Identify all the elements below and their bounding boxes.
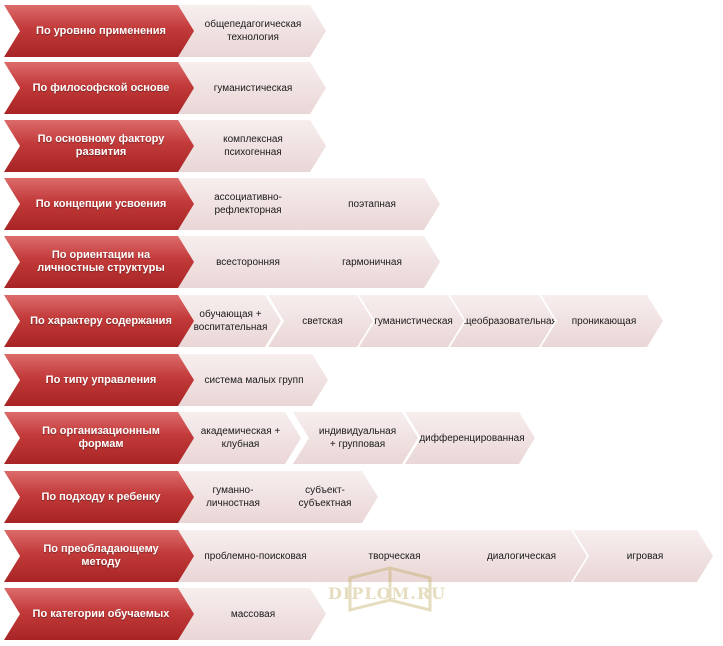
category-value-chevron: индивидуальная + групповая (293, 412, 418, 464)
category-row: массовая По категории обучаемых (0, 588, 723, 640)
category-value-label: диалогическая (486, 550, 557, 562)
category-header-chevron: По уровню применения (4, 5, 194, 57)
category-row: всесторонняя гармоничная По ориентации на … (0, 236, 723, 288)
category-value-chevron: диалогическая (452, 530, 587, 582)
category-value-chevron: комплексная психогенная (176, 120, 326, 172)
category-header-chevron: По организационным формам (4, 412, 194, 464)
category-row: гуманно-личностная субъект-субъектная По п… (0, 471, 723, 523)
category-header-chevron: По преобладающему методу (4, 530, 194, 582)
category-header-chevron: По типу управления (4, 354, 194, 406)
category-value-chevron: игровая (573, 530, 713, 582)
category-value-label: общеобразовательная (451, 315, 558, 327)
category-value-chevron: дифференцированная (405, 412, 535, 464)
category-value-chevron: субъект-субъектная (268, 471, 378, 523)
category-value-label: субъект-субъектная (298, 485, 352, 509)
category-header-label: По уровню применения (36, 24, 166, 37)
category-value-label: творческая (368, 550, 421, 562)
category-value-label: всесторонняя (216, 256, 280, 268)
category-value-label: дифференцированная (419, 432, 525, 444)
category-row: гуманистическая По философской основе (0, 62, 723, 114)
category-value-label: обучающая + воспитательная (193, 309, 268, 333)
category-row: проблемно-поисковая творческая диалогическ… (0, 530, 723, 582)
category-header-chevron: По основному фактору развития (4, 120, 194, 172)
category-value-chevron: гуманистическая (359, 295, 464, 347)
category-header-chevron: По ориентации на личностные структуры (4, 236, 194, 288)
category-value-label: гармоничная (342, 256, 402, 268)
category-value-chevron: ассоциативно-рефлекторная (176, 178, 316, 230)
category-row: комплексная психогенная По основному факт… (0, 120, 723, 172)
category-header-label: По преобладающему методу (43, 543, 159, 568)
category-value-chevron: проникающая (541, 295, 663, 347)
category-value-chevron: светская (268, 295, 373, 347)
category-value-label: гуманистическая (213, 82, 293, 94)
category-value-chevron: проблемно-поисковая (176, 530, 331, 582)
category-value-chevron: общепедагогическая технология (176, 5, 326, 57)
category-header-label: По основному фактору развития (37, 133, 165, 158)
category-value-label: общепедагогическая технология (204, 19, 302, 43)
category-value-label: массовая (230, 608, 276, 620)
category-value-chevron: академическая + клубная (176, 412, 301, 464)
category-value-label: гуманно-личностная (206, 485, 260, 509)
category-value-label: система малых групп (204, 374, 304, 386)
category-value-label: академическая + клубная (200, 426, 281, 450)
category-value-label: ассоциативно-рефлекторная (214, 192, 282, 216)
category-row: система малых групп По типу управления (0, 354, 723, 406)
category-header-chevron: По подходу к ребенку (4, 471, 194, 523)
category-header-label: По категории обучаемых (32, 607, 170, 620)
category-header-chevron: По характеру содержания (4, 295, 194, 347)
category-value-label: игровая (626, 550, 664, 562)
category-header-chevron: По философской основе (4, 62, 194, 114)
category-value-chevron: система малых групп (176, 354, 328, 406)
category-header-chevron: По концепции усвоения (4, 178, 194, 230)
category-value-chevron: массовая (176, 588, 326, 640)
category-value-label: проникающая (571, 315, 637, 327)
category-header-label: По философской основе (32, 81, 170, 94)
category-header-chevron: По категории обучаемых (4, 588, 194, 640)
category-value-chevron: творческая (315, 530, 470, 582)
category-value-chevron: гуманно-личностная (176, 471, 286, 523)
category-value-label: проблемно-поисковая (204, 550, 307, 562)
category-header-label: По концепции усвоения (35, 197, 167, 210)
category-header-label: По типу управления (45, 373, 157, 386)
category-value-label: светская (302, 315, 343, 327)
category-value-chevron: общеобразовательная (450, 295, 555, 347)
category-row: академическая + клубная индивидуальная + … (0, 412, 723, 464)
category-header-label: По организационным формам (42, 425, 160, 450)
category-value-chevron: гармоничная (300, 236, 440, 288)
category-row: общепедагогическая технология По уровню п… (0, 5, 723, 57)
category-value-label: гуманистическая (374, 315, 453, 327)
category-value-label: комплексная психогенная (223, 134, 283, 158)
category-row: ассоциативно-рефлекторная поэтапная По кон… (0, 178, 723, 230)
category-header-label: По ориентации на личностные структуры (37, 249, 165, 274)
category-row: обучающая + воспитательная светская гумани… (0, 295, 723, 347)
category-header-label: По характеру содержания (30, 314, 172, 327)
category-value-chevron: поэтапная (300, 178, 440, 230)
category-value-label: индивидуальная + групповая (318, 426, 397, 450)
category-value-chevron: гуманистическая (176, 62, 326, 114)
category-value-label: поэтапная (348, 198, 396, 210)
category-header-label: По подходу к ребенку (41, 490, 161, 503)
category-value-chevron: всесторонняя (176, 236, 316, 288)
